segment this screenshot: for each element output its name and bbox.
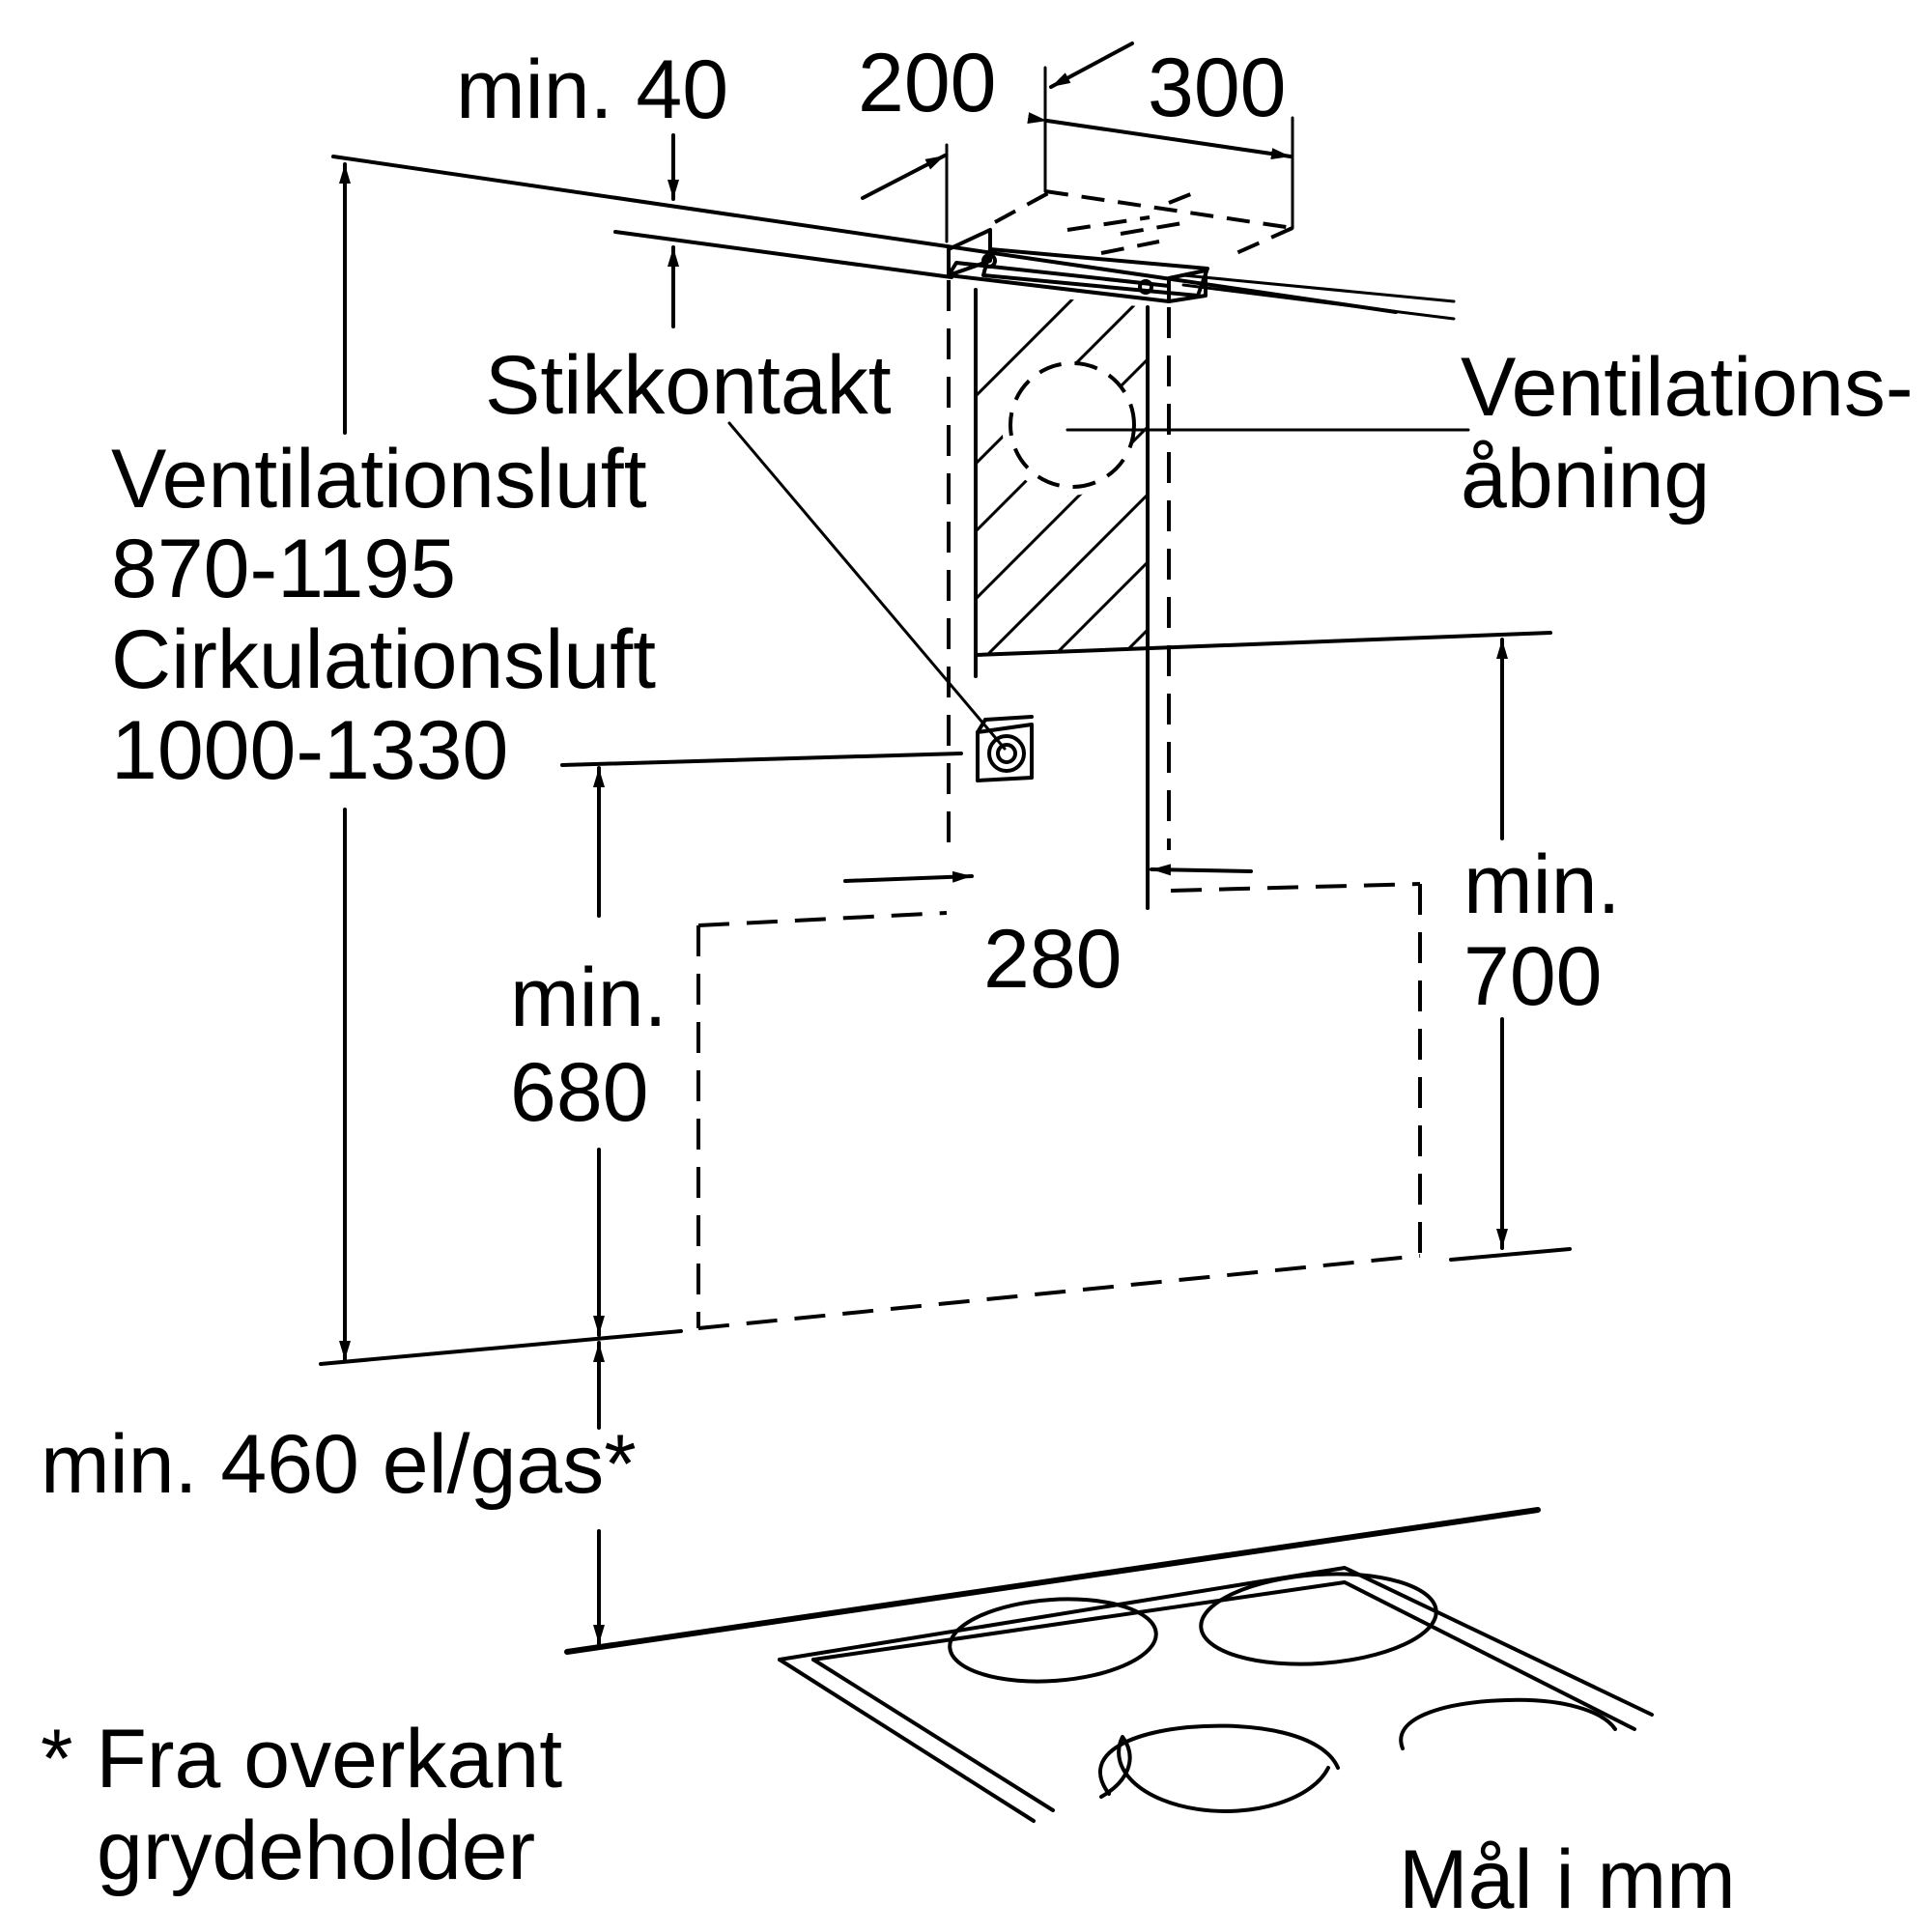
mounting-bracket [947, 228, 1209, 303]
label-footnote-1: * Fra overkant [41, 1713, 562, 1805]
power-socket [976, 715, 1034, 782]
label-min-40: min. 40 [456, 43, 728, 136]
bracket-left-end [947, 228, 992, 277]
dim-280-arrow-left [843, 870, 974, 883]
cooktop-level-line [564, 1507, 1541, 1655]
cooktop [564, 1507, 1654, 1823]
dim-280-arrow-right [1150, 864, 1253, 876]
cooktop-inner-back [811, 1580, 1636, 1731]
burner-back-left [948, 1597, 1158, 1684]
burner-back-right [1199, 1572, 1438, 1666]
socket-outer-ring [987, 734, 1026, 773]
chimney-dashed-outline [947, 280, 1171, 860]
socket-inner-ring [996, 743, 1017, 764]
label-dim-280: 280 [983, 913, 1122, 1006]
label-range-ventilation: 870-1195 [111, 523, 456, 615]
ceiling-plate-dash-left [994, 191, 1049, 224]
leader-lines [727, 273, 1470, 751]
dim-300-outer-arrow [1049, 42, 1134, 89]
hood-top-left-dash [697, 911, 948, 927]
bracket-dash-4 [1168, 187, 1204, 205]
ceiling-plate-dash-right [1236, 226, 1293, 255]
text-labels: min. 40 200 300 Stikkontakt Ventilations… [41, 37, 1914, 1926]
socket-level-line [560, 752, 963, 767]
ceiling-plate-outline [994, 187, 1293, 255]
hood-dashed-outline [696, 882, 1422, 1330]
chimney-bottom-line [974, 631, 1552, 657]
label-ventilationsluft: Ventilationsluft [111, 433, 647, 526]
dim-300-arrow [1027, 112, 1293, 160]
cooktop-outer-back [778, 1566, 1654, 1717]
hood-bottom-dash [697, 1254, 1421, 1330]
chimney-area [974, 288, 1552, 910]
burner-front-left [1099, 1735, 1330, 1813]
dim-200-arrow [861, 154, 947, 200]
label-min-680-a: min. [510, 952, 667, 1044]
hood-bottom-line-left [319, 1329, 683, 1366]
label-abning: åbning [1461, 433, 1710, 526]
ceiling-line [331, 155, 1398, 314]
label-stikkontakt: Stikkontakt [485, 339, 892, 432]
hood-top-right-dash [1170, 882, 1421, 893]
label-units: Mål i mm [1399, 1833, 1736, 1926]
label-dim-200: 200 [858, 37, 997, 129]
dim-280-dimension [843, 864, 1253, 883]
width-depth-dimensions [861, 42, 1294, 243]
bracket-dash-3 [1100, 240, 1160, 255]
socket-edge [976, 718, 987, 734]
bracket-dash-1 [1066, 215, 1151, 232]
hood-level-lines [319, 1247, 1572, 1366]
burner-front-right [1399, 1697, 1617, 1750]
label-dim-300: 300 [1148, 42, 1287, 134]
vent-opening-circle [1009, 361, 1136, 489]
burner-front-left-arc [1098, 1723, 1340, 1796]
label-min-460: min. 460 el/gas* [41, 1418, 637, 1511]
stikkontakt-leader [727, 421, 1007, 751]
label-min-700-b: 700 [1463, 930, 1603, 1023]
label-min-680-b: 680 [510, 1046, 649, 1139]
label-min-700-a: min. [1463, 838, 1620, 931]
total-height-dimension [339, 162, 963, 1362]
label-cirkulationsluft: Cirkulationsluft [111, 613, 656, 706]
bracket-screw-right [1138, 279, 1153, 295]
ventilation-leader-1 [1181, 273, 1456, 303]
socket-body [976, 723, 1034, 782]
hood-bottom-line-right [1449, 1247, 1572, 1262]
ceiling-offset-line [613, 230, 953, 279]
ceiling-plate-dash [1044, 189, 1293, 230]
ventilation-leader-2 [1181, 283, 1456, 321]
ceiling-lines [331, 155, 1398, 314]
bracket-top [981, 247, 1209, 298]
cooktop-inner-left [811, 1658, 1055, 1812]
bracket-screw-left [981, 253, 997, 269]
bracket-right-end [1167, 269, 1208, 303]
cooktop-outer-left [778, 1658, 1036, 1823]
bracket-dash-2 [1120, 220, 1189, 236]
label-range-cirkulation: 1000-1330 [111, 704, 508, 797]
label-footnote-2: grydeholder [97, 1804, 535, 1897]
socket-top [983, 715, 1034, 722]
label-ventilations: Ventilations- [1461, 341, 1914, 434]
